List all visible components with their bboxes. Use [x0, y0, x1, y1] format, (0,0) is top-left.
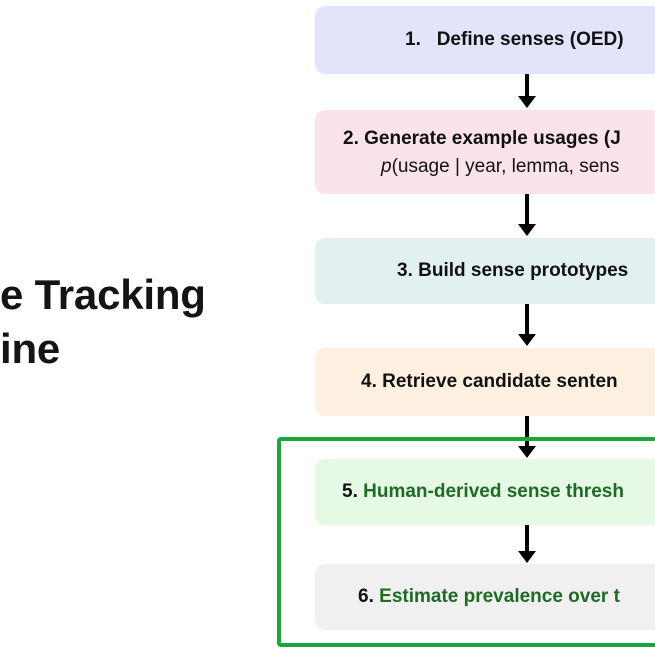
step-1-number: 1.	[405, 29, 421, 50]
step-3-label: Build sense prototypes	[418, 260, 629, 281]
step-6-box: 6. Estimate prevalence over t	[315, 564, 655, 630]
title-line-2: ine	[0, 325, 61, 372]
step-3-box: 3. Build sense prototypes	[315, 238, 655, 304]
step-5-text: 5. Human-derived sense thresh	[342, 481, 624, 503]
step-5-label: Human-derived sense thresh	[363, 481, 624, 502]
arrow-5-6	[518, 525, 536, 563]
step-2-label: Generate example usages (J	[364, 128, 621, 149]
highlight-box-steps-5-6	[277, 437, 655, 647]
step-5-box: 5. Human-derived sense thresh	[315, 459, 655, 525]
step-3-number: 3.	[397, 260, 413, 281]
step-4-box: 4. Retrieve candidate senten	[315, 348, 655, 416]
step-2-formula-rest: (usage | year, lemma, sens	[391, 156, 620, 177]
pipeline-title: e Tracking ine	[0, 268, 206, 376]
step-2-formula-p: p	[381, 156, 392, 177]
arrow-2-3	[518, 194, 536, 236]
arrow-1-2	[518, 74, 536, 108]
title-line-1: e Tracking	[0, 271, 206, 318]
step-4-number: 4.	[361, 371, 377, 392]
step-5-number: 5.	[342, 481, 358, 502]
step-2-number: 2.	[343, 128, 359, 149]
step-4-label: Retrieve candidate senten	[382, 371, 618, 392]
arrow-3-4	[518, 304, 536, 346]
arrow-4-5	[518, 416, 536, 458]
step-2-text: 2. Generate example usages (J	[343, 128, 621, 150]
step-1-text: 1. Define senses (OED)	[405, 29, 624, 51]
step-4-text: 4. Retrieve candidate senten	[361, 371, 618, 393]
step-6-text: 6. Estimate prevalence over t	[358, 586, 620, 608]
step-6-number: 6.	[358, 586, 374, 607]
step-1-box: 1. Define senses (OED)	[315, 6, 655, 74]
step-1-label: Define senses (OED)	[436, 29, 624, 50]
step-2-formula: p(usage | year, lemma, sens	[381, 156, 619, 178]
step-2-box: 2. Generate example usages (J p(usage | …	[315, 110, 655, 194]
step-6-label: Estimate prevalence over t	[379, 586, 620, 607]
step-3-text: 3. Build sense prototypes	[397, 260, 628, 282]
